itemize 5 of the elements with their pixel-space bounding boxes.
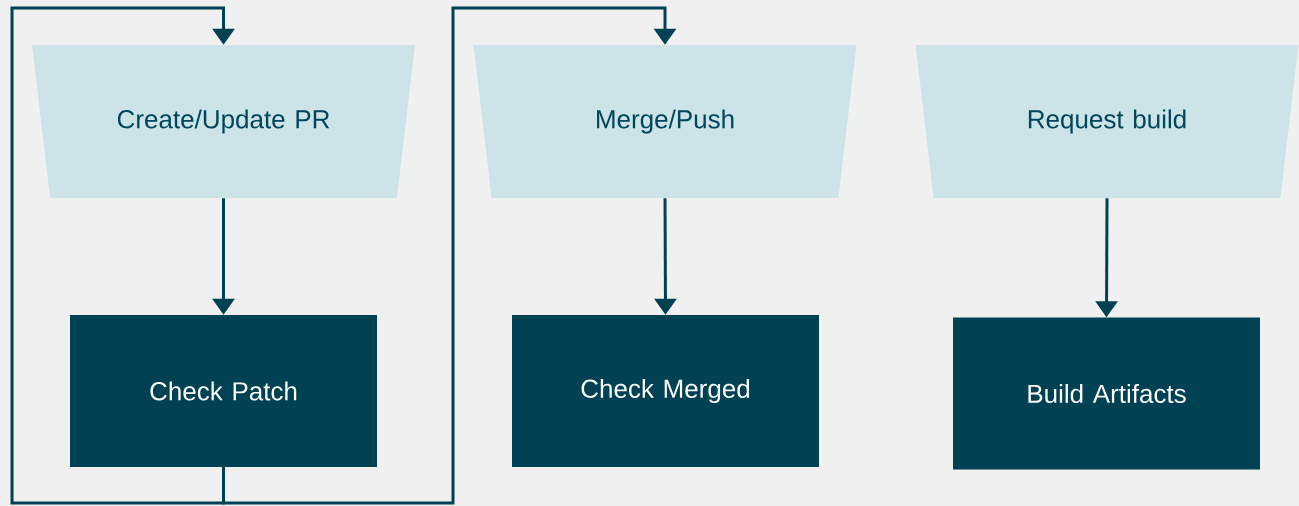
arrow bbox=[10, 6, 235, 505]
process-box: Check Patch bbox=[70, 315, 377, 467]
process-box: Build Artifacts bbox=[953, 317, 1260, 470]
arrow bbox=[222, 6, 677, 505]
process-box: Check Merged bbox=[512, 315, 819, 467]
